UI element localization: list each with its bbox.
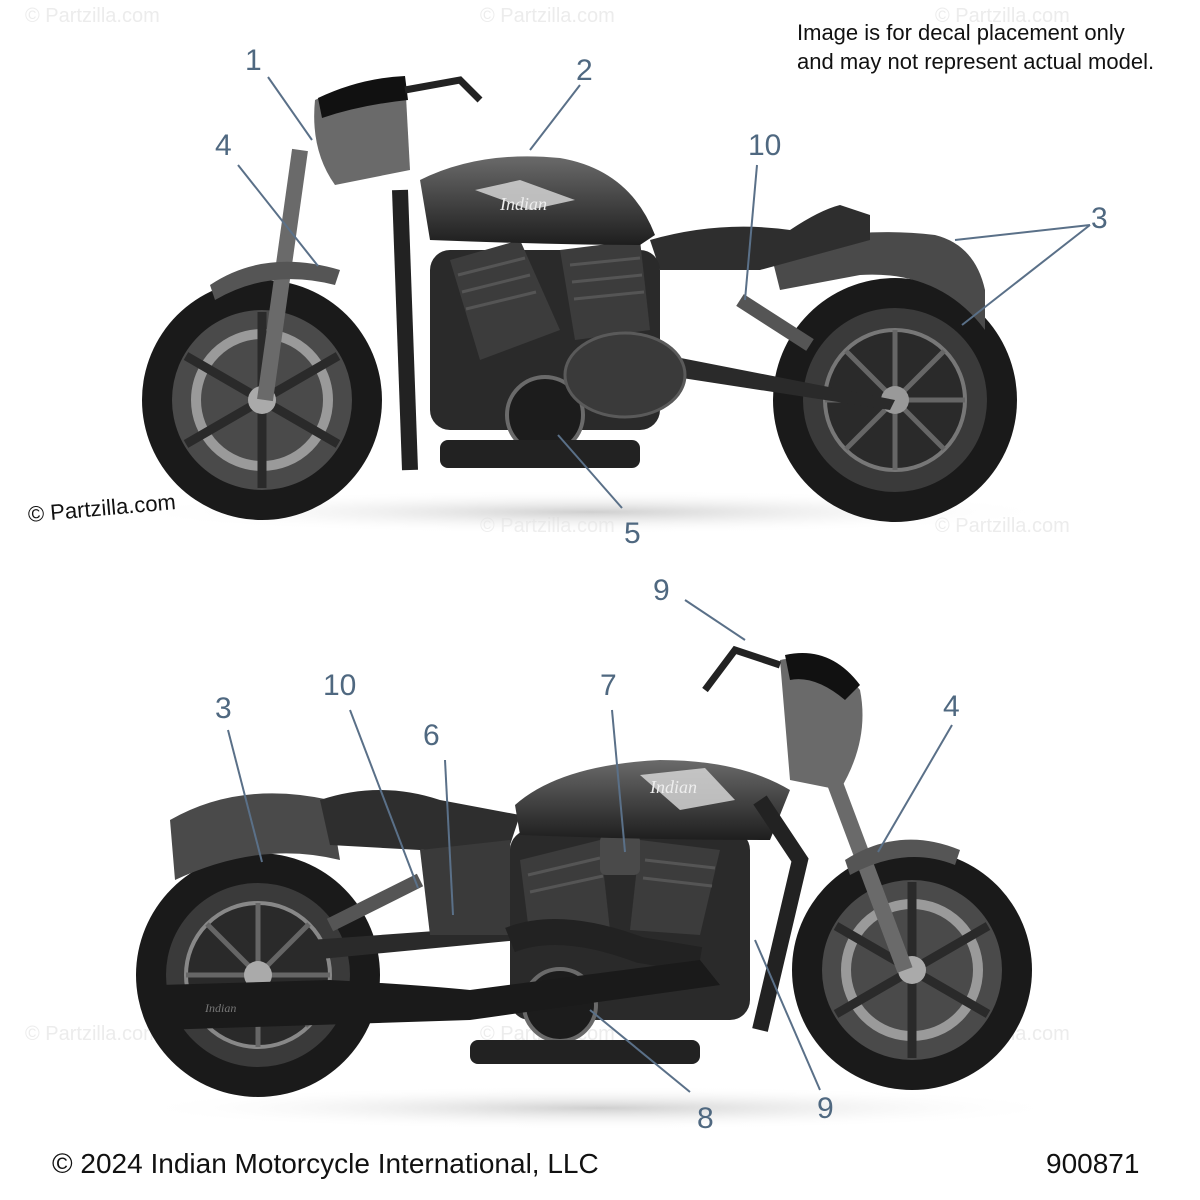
callout-number: 10 [323, 669, 356, 702]
tank-logo-text: Indian [649, 777, 697, 797]
front-wheel [792, 850, 1032, 1090]
callout-number: 2 [576, 54, 593, 87]
front-wheel [142, 280, 382, 520]
side-cover [420, 840, 515, 935]
frame-downtube [392, 189, 418, 471]
leader-line [444, 759, 454, 916]
leader-line [349, 709, 419, 889]
callout-number: 9 [653, 574, 670, 607]
leader-line [611, 709, 626, 853]
leader-line [529, 84, 581, 151]
windscreen [785, 653, 860, 700]
tank-logo-text: Indian [499, 194, 547, 214]
callouts-bottom: 3 4 6 7 8 9 9 10 [215, 574, 960, 1135]
callout-number: 7 [600, 669, 617, 702]
front-fender [845, 839, 960, 875]
callout-number: 4 [943, 690, 960, 723]
windscreen [318, 76, 408, 118]
rear-shock [736, 294, 814, 351]
disclaimer-note: Image is for decal placement only and ma… [797, 18, 1154, 76]
watermark-text: © Partzilla.com [25, 5, 160, 27]
tank-graphic [640, 768, 735, 810]
handlebar [702, 645, 782, 693]
leader-line [227, 729, 263, 863]
leader-line [237, 164, 319, 267]
leader-line [954, 224, 1091, 241]
rear-fender [770, 232, 985, 330]
copyright-text: © 2024 Indian Motorcycle International, … [52, 1148, 599, 1179]
leader-line [754, 939, 821, 1091]
part-number: 900871 [1046, 1148, 1140, 1179]
tank-graphic [475, 180, 575, 210]
fuel-tank [515, 760, 790, 840]
leader-line [744, 164, 758, 301]
seat [320, 790, 520, 850]
leader-line [684, 599, 746, 641]
callout-number: 6 [423, 719, 440, 752]
frame-downtube [752, 795, 809, 1032]
callout-number: 9 [817, 1092, 834, 1125]
engine [430, 240, 687, 468]
callout-number: 10 [748, 129, 781, 162]
leader-line [267, 76, 313, 141]
callouts-top: 1 2 3 4 5 10 [215, 44, 1108, 550]
watermark-text: © Partzilla.com [25, 1023, 160, 1045]
motorcycle-right-side: Indian Indian [130, 645, 1070, 1130]
callout-number: 5 [624, 517, 641, 550]
watermark-text: © Partzilla.com [935, 5, 1070, 27]
front-fender [210, 261, 340, 300]
rear-wheel [136, 853, 380, 1097]
front-fork [822, 767, 913, 973]
leader-line [877, 724, 953, 853]
callout-number: 1 [245, 44, 262, 77]
callout-number: 3 [1091, 202, 1108, 235]
handlebar [404, 76, 483, 103]
ground-shadow [120, 490, 1060, 534]
leader-line [589, 1009, 691, 1093]
leader-line [961, 224, 1091, 326]
watermark-text: © Partzilla.com [480, 5, 615, 27]
seat [650, 205, 870, 270]
motorcycle-left-side: Indian [120, 76, 1060, 534]
disclaimer-line-1: Image is for decal placement only [797, 20, 1125, 45]
callout-number: 4 [215, 129, 232, 162]
ground-shadow [130, 1086, 1070, 1130]
rear-shock [326, 873, 424, 932]
leader-line [557, 434, 623, 509]
disclaimer-line-2: and may not represent actual model. [797, 49, 1155, 74]
exhaust-logo-text: Indian [204, 1001, 236, 1015]
exhaust [160, 960, 720, 1030]
swingarm [630, 350, 895, 410]
callout-number: 8 [697, 1102, 714, 1135]
callout-number: 3 [215, 692, 232, 725]
